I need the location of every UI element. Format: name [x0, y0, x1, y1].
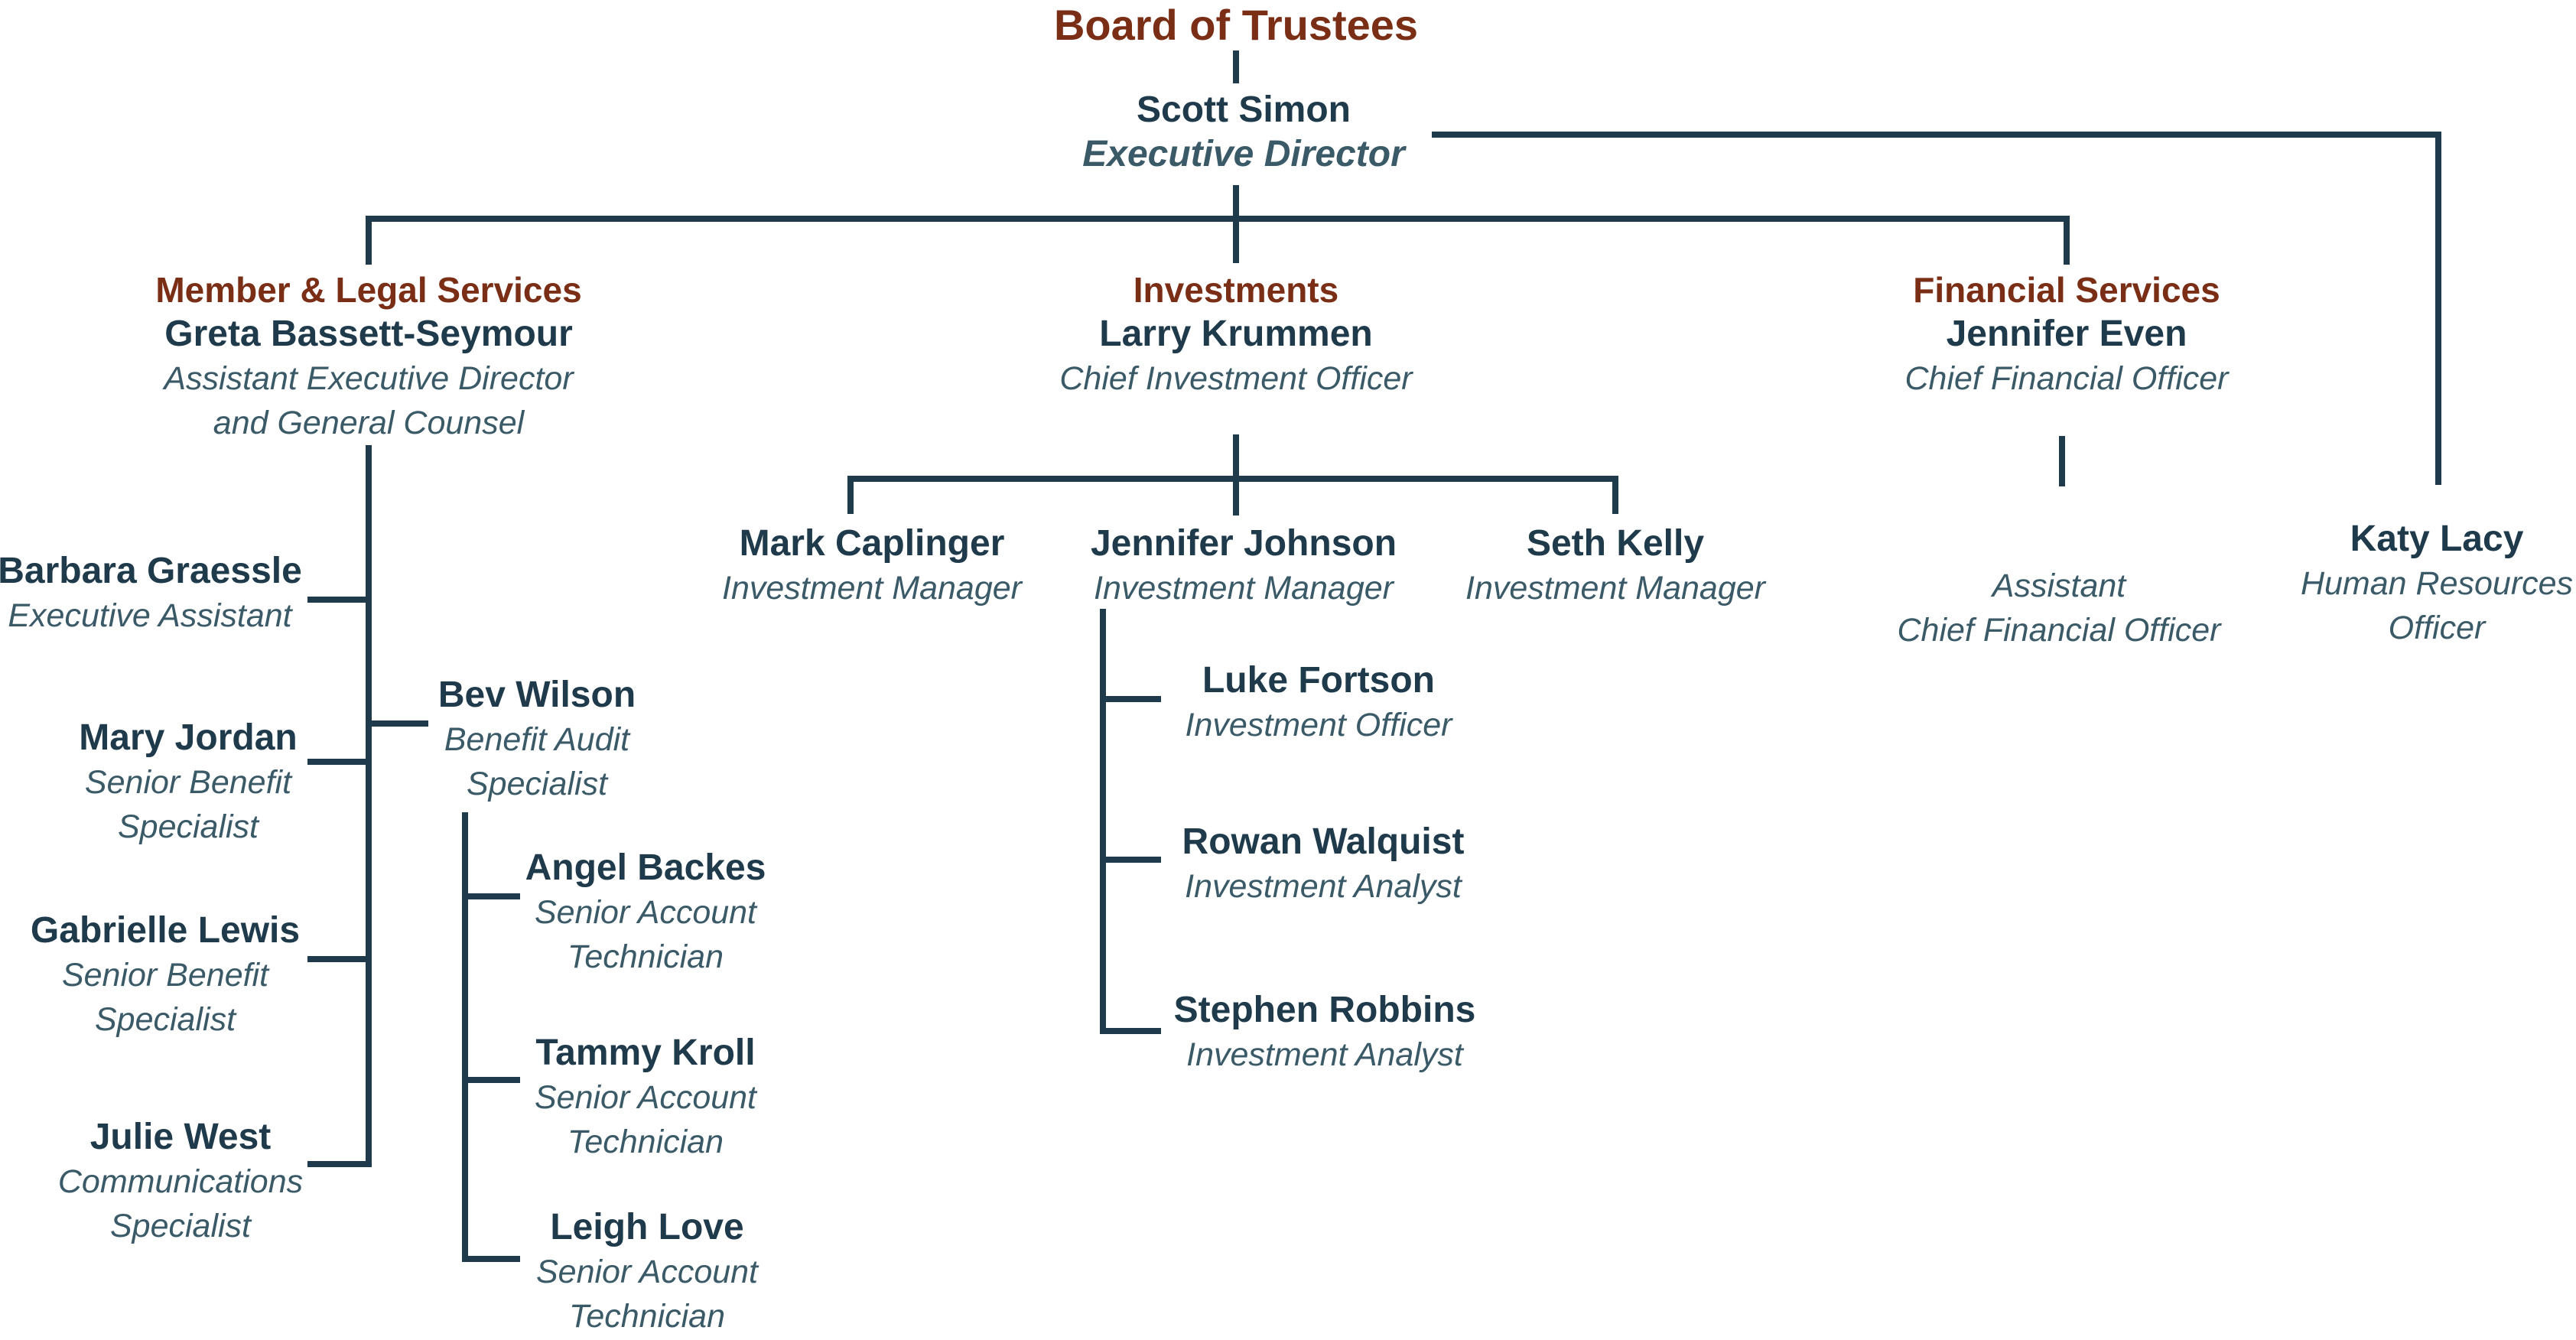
person-name: Angel Backes — [525, 847, 766, 888]
audit-staff-node: Leigh Love Senior Account Technician — [536, 1205, 758, 1338]
person-title: Technician — [568, 938, 724, 975]
hr-node: Katy Lacy Human Resources Officer — [2301, 517, 2573, 650]
person-name: Jennifer Johnson — [1090, 523, 1397, 564]
cfo-assistant-node: Assistant Chief Financial Officer — [1898, 564, 2221, 652]
investment-staff-node: Stephen Robbins Investment Analyst — [1174, 988, 1476, 1077]
person-name: Barbara Graessle — [0, 551, 302, 591]
person-title: Chief Investment Officer — [1059, 360, 1413, 397]
person-title: Chief Financial Officer — [1904, 360, 2229, 397]
legal-staff-node: Gabrielle Lewis Senior Benefit Specialis… — [31, 909, 300, 1042]
manager-node: Mark Caplinger Investment Manager — [722, 522, 1022, 610]
investment-staff-node: Luke Fortson Investment Officer — [1186, 659, 1452, 747]
legal-staff-node: Julie West Communications Specialist — [58, 1115, 303, 1248]
legal-staff-node: Mary Jordan Senior Benefit Specialist — [79, 716, 297, 849]
person-title: Senior Benefit — [84, 764, 292, 801]
dept-financial-node: Financial Services Jennifer Even Chief F… — [1905, 268, 2229, 401]
manager-node: Jennifer Johnson Investment Manager — [1091, 522, 1397, 610]
person-name: Tammy Kroll — [535, 1033, 756, 1073]
dept-legal-node: Member & Legal Services Greta Bassett-Se… — [155, 268, 581, 445]
dept-label: Investments — [1133, 270, 1339, 310]
person-title: Benefit Audit — [444, 721, 630, 758]
executive-node: Scott Simon Executive Director — [1082, 88, 1405, 177]
person-name: Mark Caplinger — [739, 523, 1005, 564]
person-name: Leigh Love — [550, 1207, 744, 1247]
person-name: Katy Lacy — [2350, 519, 2524, 559]
dept-label: Member & Legal Services — [155, 270, 582, 310]
executive-name: Scott Simon — [1136, 89, 1351, 130]
person-title: Executive Assistant — [8, 597, 292, 634]
person-title: Technician — [569, 1298, 725, 1335]
person-title: Senior Account — [535, 1254, 759, 1290]
person-title: Communications — [57, 1163, 304, 1200]
person-title: Investment Officer — [1185, 707, 1452, 743]
person-title: Senior Account — [534, 1079, 757, 1116]
board-label: Board of Trustees — [1053, 1, 1419, 49]
person-title: Assistant Executive Director — [164, 360, 574, 397]
person-name: Julie West — [89, 1117, 272, 1157]
person-title: Specialist — [117, 808, 259, 845]
person-title: and General Counsel — [213, 405, 525, 441]
person-name: Larry Krummen — [1099, 314, 1373, 354]
person-name: Jennifer Even — [1946, 314, 2187, 354]
person-title: Human Resources — [2300, 565, 2574, 602]
person-title: Investment Manager — [1094, 570, 1394, 607]
person-title: Specialist — [94, 1001, 236, 1038]
person-title: Investment Analyst — [1185, 868, 1462, 905]
person-name: Greta Bassett-Seymour — [164, 314, 573, 354]
person-name: Bev Wilson — [437, 675, 636, 715]
connector — [366, 216, 2070, 265]
executive-title: Executive Director — [1082, 134, 1405, 174]
investment-staff-node: Rowan Walquist Investment Analyst — [1182, 820, 1465, 909]
person-title: Senior Account — [534, 894, 757, 931]
person-title: Specialist — [109, 1208, 252, 1244]
manager-node: Seth Kelly Investment Manager — [1465, 522, 1765, 610]
person-name: Mary Jordan — [79, 717, 298, 758]
person-title: Technician — [568, 1124, 724, 1160]
audit-node: Bev Wilson Benefit Audit Specialist — [438, 673, 636, 806]
connector — [1432, 132, 2441, 485]
person-name: Rowan Walquist — [1182, 821, 1465, 862]
person-name: Gabrielle Lewis — [30, 910, 301, 951]
person-name: Luke Fortson — [1202, 660, 1435, 701]
legal-staff-node: Barbara Graessle Executive Assistant — [0, 549, 302, 638]
person-title: Investment Manager — [1465, 570, 1765, 607]
dept-label: Financial Services — [1913, 270, 2220, 310]
person-title: Investment Analyst — [1186, 1036, 1463, 1073]
dept-investments-node: Investments Larry Krummen Chief Investme… — [1059, 268, 1412, 401]
audit-staff-node: Angel Backes Senior Account Technician — [525, 846, 766, 979]
person-title: Investment Manager — [722, 570, 1022, 607]
person-title: Specialist — [466, 766, 608, 802]
person-title: Assistant — [1992, 568, 2126, 604]
person-title: Senior Benefit — [61, 957, 269, 994]
person-title: Officer — [2388, 610, 2486, 646]
person-name: Seth Kelly — [1526, 523, 1705, 564]
person-name: Stephen Robbins — [1173, 990, 1476, 1030]
board-node: Board of Trustees — [1054, 0, 1418, 50]
connector — [847, 476, 1618, 514]
person-title: Chief Financial Officer — [1897, 612, 2221, 649]
audit-staff-node: Tammy Kroll Senior Account Technician — [535, 1031, 756, 1164]
